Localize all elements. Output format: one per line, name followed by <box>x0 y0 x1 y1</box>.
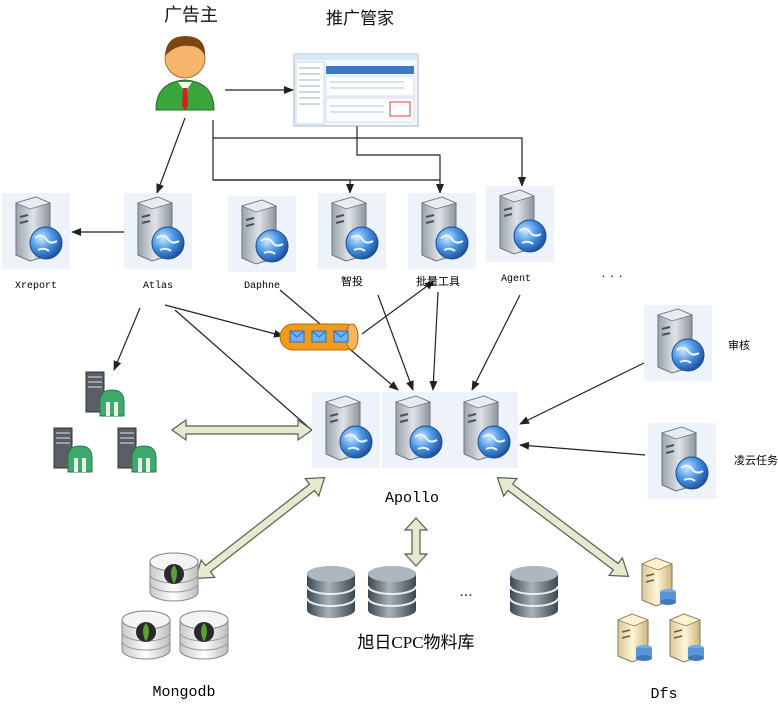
lingyun-task-label: 凌云任务 <box>734 453 778 467</box>
zhitou-server-icon <box>317 192 387 270</box>
xreport-label: Xreport <box>15 281 57 292</box>
user-icon <box>155 36 215 111</box>
atlas-label: Atlas <box>143 280 173 292</box>
more-databases-ellipsis: ... <box>459 583 472 600</box>
review-label: 审核 <box>728 338 750 352</box>
mongodb-label: Mongodb <box>152 684 215 701</box>
apollo-label: Apollo <box>385 490 439 507</box>
message-queue-icon <box>279 323 359 351</box>
cpc-db-label: 旭日CPC物料库 <box>357 633 474 652</box>
xreport-server-icon <box>1 192 71 270</box>
advertiser-label: 广告主 <box>164 5 218 25</box>
agent-server-icon <box>485 185 555 263</box>
more-services-ellipsis: · · · <box>601 267 623 283</box>
daphne-label: Daphne <box>244 280 280 292</box>
dfs-server-icon <box>617 557 705 663</box>
double-arrows <box>170 418 630 580</box>
dfs-label: Dfs <box>650 686 677 703</box>
batch-tool-server-icon <box>407 192 477 270</box>
daphne-server-icon <box>227 195 297 273</box>
apollo-server-group <box>311 391 519 469</box>
agent-label: Agent <box>501 274 531 285</box>
database-cylinder-icon <box>306 565 559 619</box>
promo-manager-label: 推广管家 <box>326 9 394 28</box>
atlas-server-icon <box>123 192 193 270</box>
lingyun-server-icon <box>647 422 717 500</box>
zhitou-label: 智投 <box>341 274 363 288</box>
connectors <box>71 86 651 456</box>
server-cluster-icon <box>53 371 157 473</box>
review-server-icon <box>643 304 713 382</box>
browser-screenshot-icon <box>293 53 419 127</box>
batch-tool-label: 批量工具 <box>416 274 460 288</box>
